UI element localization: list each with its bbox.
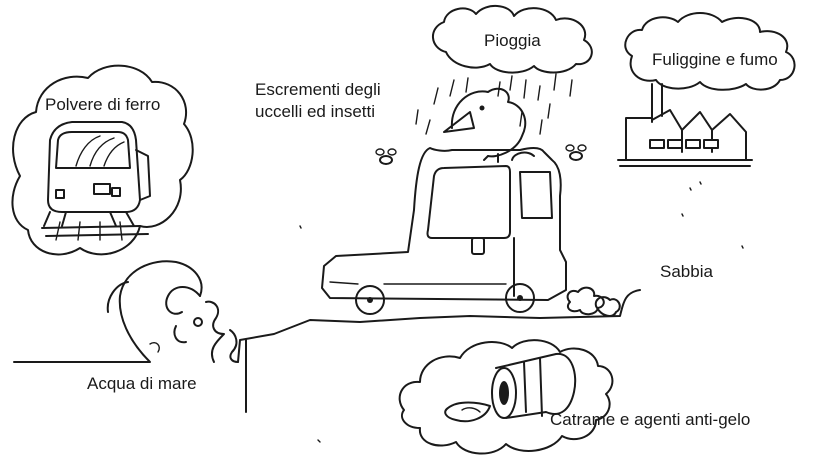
fly-icon-right bbox=[565, 144, 587, 161]
bird-icon bbox=[443, 87, 527, 163]
label-droppings-line1: Escrementi degli bbox=[255, 80, 381, 99]
label-soot-smoke: Fuliggine e fumo bbox=[652, 50, 778, 69]
label-rain: Pioggia bbox=[484, 31, 541, 50]
sand-puff-icon bbox=[566, 286, 621, 317]
fly-icon-left bbox=[375, 148, 397, 165]
tar-cloud bbox=[398, 339, 614, 455]
label-seawater: Acqua di mare bbox=[87, 374, 197, 393]
sea-wave-icon bbox=[13, 260, 239, 363]
label-tar-antifreeze: Catrame e agenti anti-gelo bbox=[550, 410, 751, 429]
factory-cloud bbox=[624, 12, 796, 91]
rain-cloud bbox=[432, 5, 593, 74]
tar-barrel-icon bbox=[444, 352, 577, 423]
rain-drops bbox=[415, 73, 573, 135]
ground-line bbox=[237, 289, 641, 413]
train-cloud bbox=[11, 64, 194, 256]
factory-icon bbox=[617, 83, 753, 167]
label-iron-dust: Polvere di ferro bbox=[45, 95, 161, 114]
train-icon bbox=[41, 121, 151, 241]
speckles bbox=[299, 181, 744, 443]
label-droppings-line2: uccelli ed insetti bbox=[255, 102, 376, 121]
label-sand: Sabbia bbox=[660, 262, 713, 281]
jeep-icon bbox=[321, 147, 567, 315]
